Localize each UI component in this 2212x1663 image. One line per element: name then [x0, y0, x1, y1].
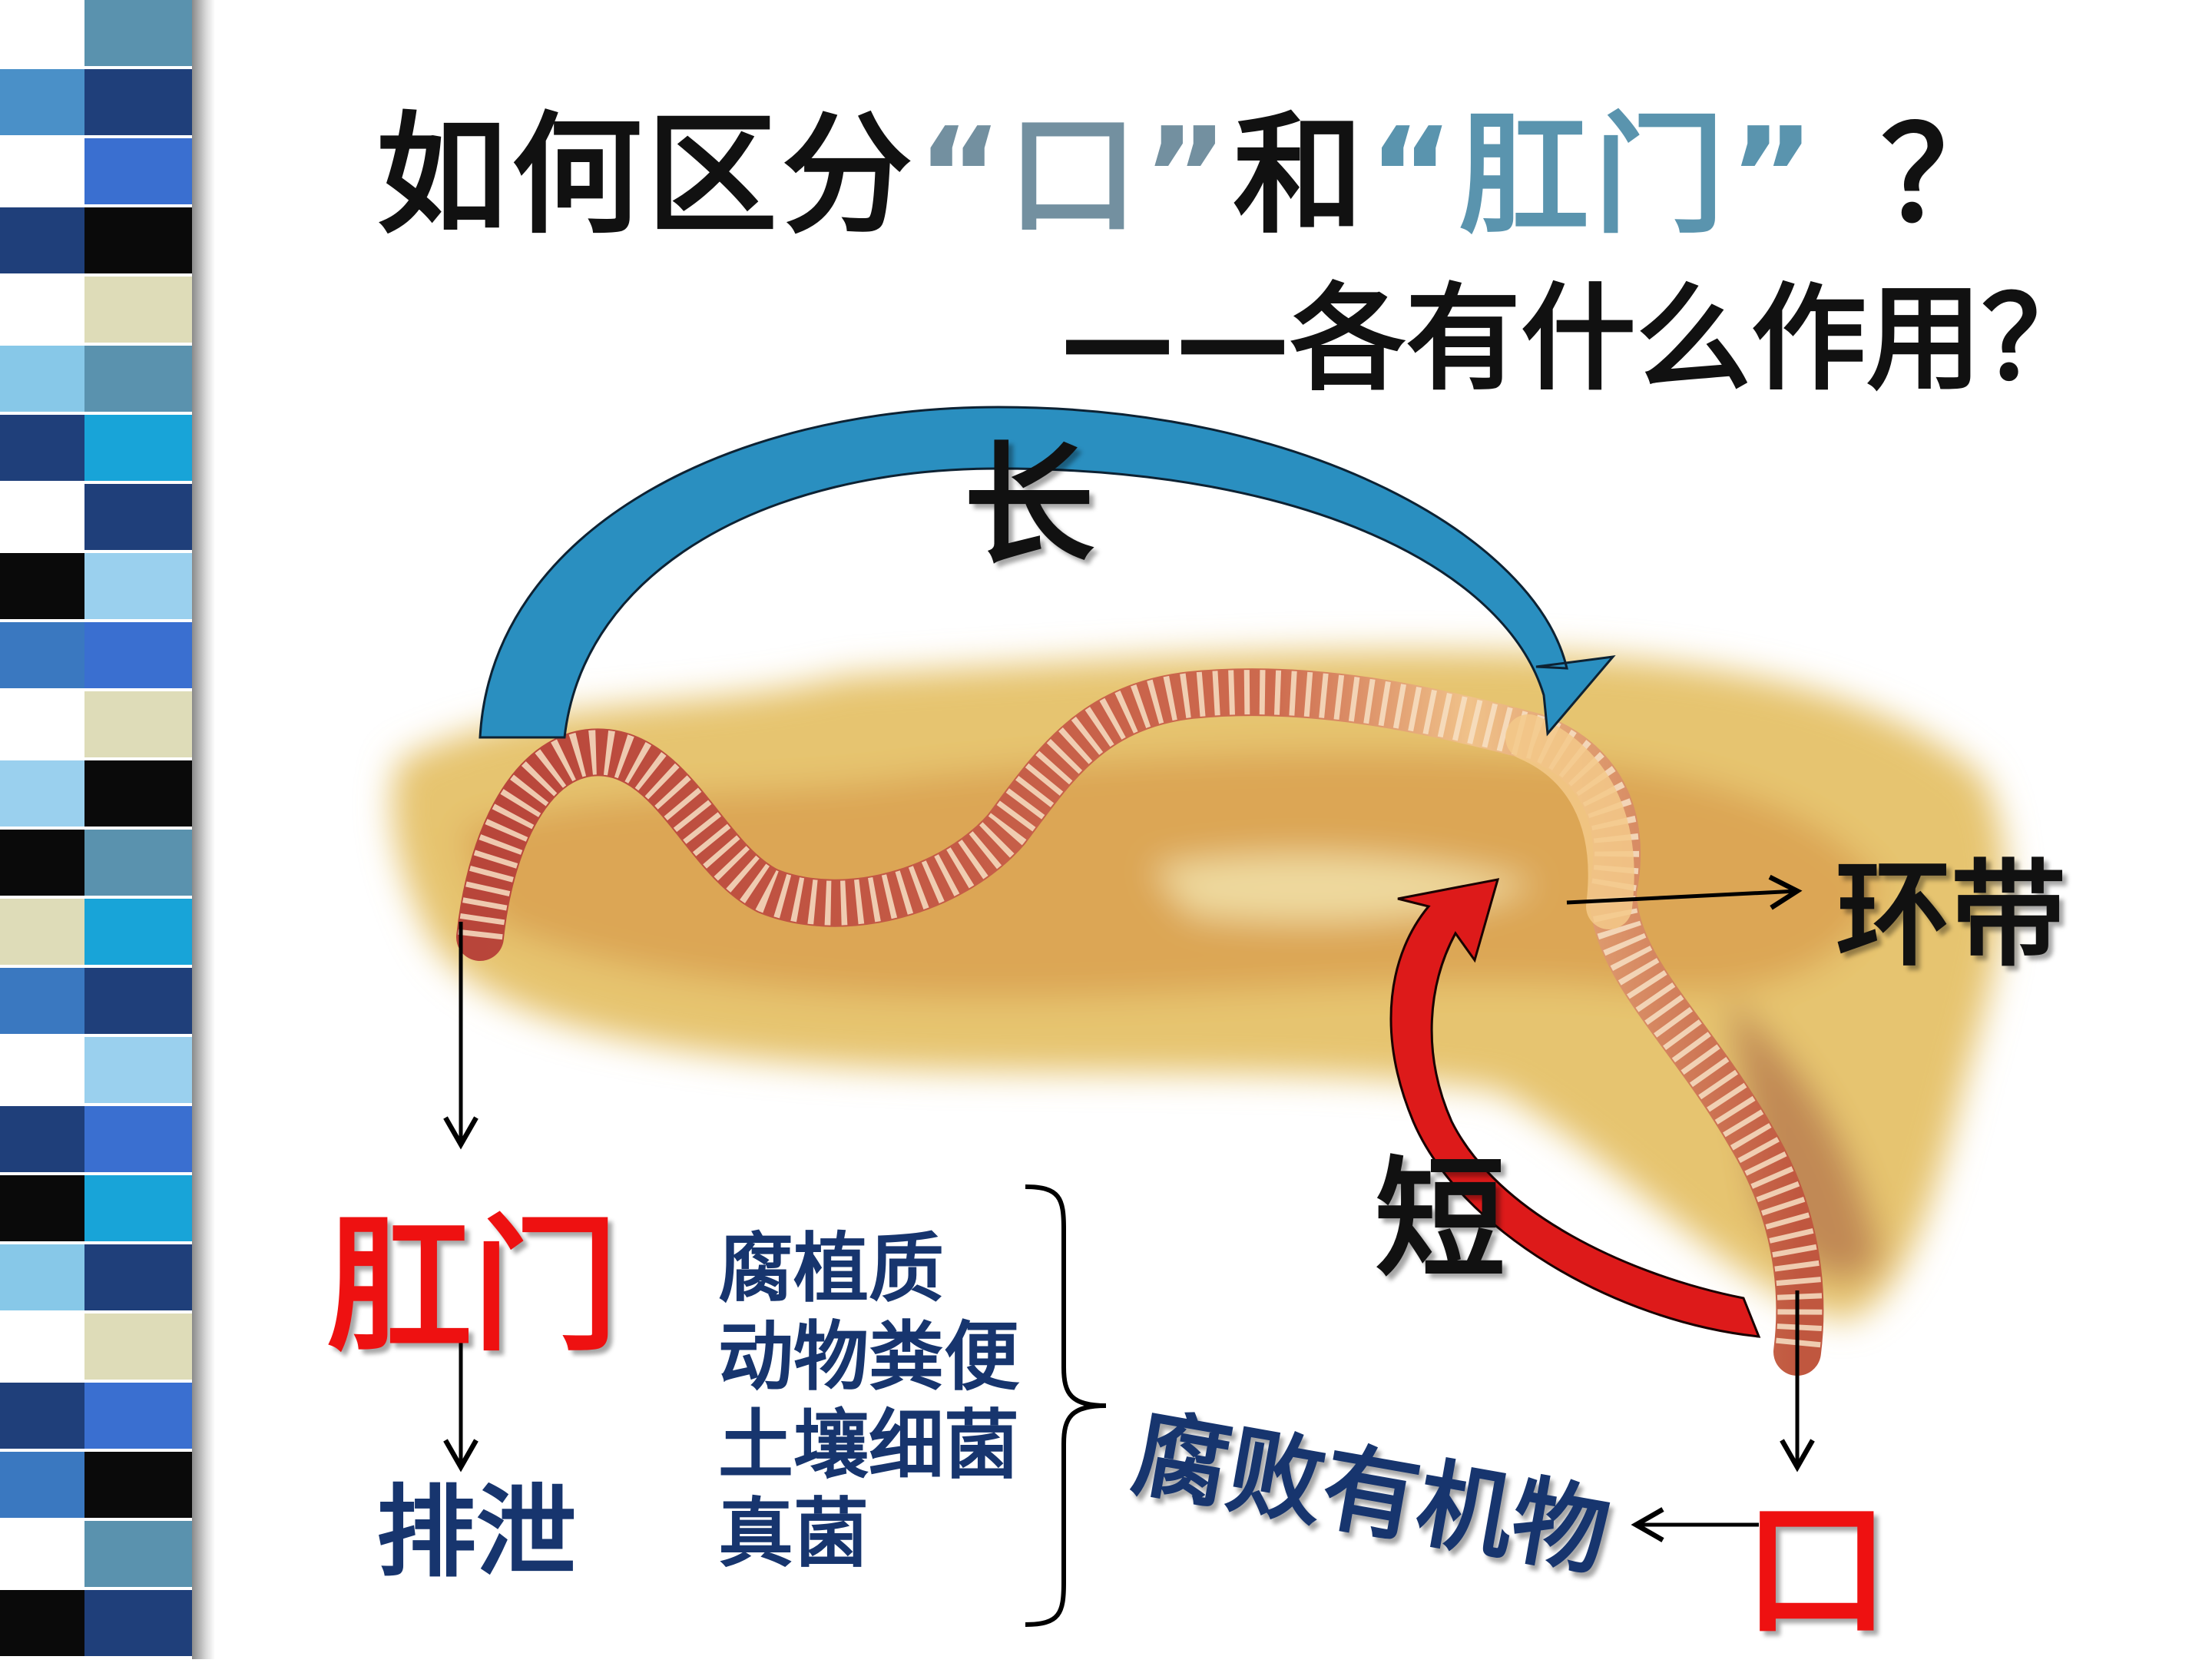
short-label: 短 [1375, 1145, 1506, 1297]
food-list-brace [1025, 1184, 1107, 1627]
mouth-label: 口 [1743, 1486, 1890, 1655]
food-item: 土壤细菌 [718, 1402, 1020, 1489]
slide-subtitle: ——各有什么作用？ [1059, 273, 2097, 406]
title-connector: 和 [1233, 100, 1369, 252]
long-label: 长 [964, 430, 1095, 582]
earthworm [456, 668, 1824, 1376]
anus-label: 肛门 [326, 1201, 619, 1371]
title-quoted-anus: “肛门” [1368, 100, 1820, 252]
title-quoted-mouth: “口” [917, 100, 1233, 252]
excretion-label: 排泄 [376, 1474, 577, 1591]
decorative-stripe-bar [0, 0, 215, 1659]
food-item: 真菌 [718, 1490, 869, 1578]
clitellum-label: 环带 [1836, 849, 2067, 982]
clitellum-pointer-arrow [1566, 874, 1803, 910]
title-question-mark: ？ [1880, 100, 2016, 252]
slide-title: 如何区分“口”和“肛门” ？ [376, 69, 2016, 258]
food-item: 动物粪便 [718, 1314, 1020, 1401]
short-path-arrow [1389, 878, 1761, 1338]
food-list: 腐植质 动物粪便 土壤细菌 真菌 [718, 1225, 1019, 1579]
title-part1: 如何区分 [376, 100, 918, 252]
food-item: 腐植质 [718, 1225, 945, 1313]
long-path-arrow [478, 406, 1616, 739]
